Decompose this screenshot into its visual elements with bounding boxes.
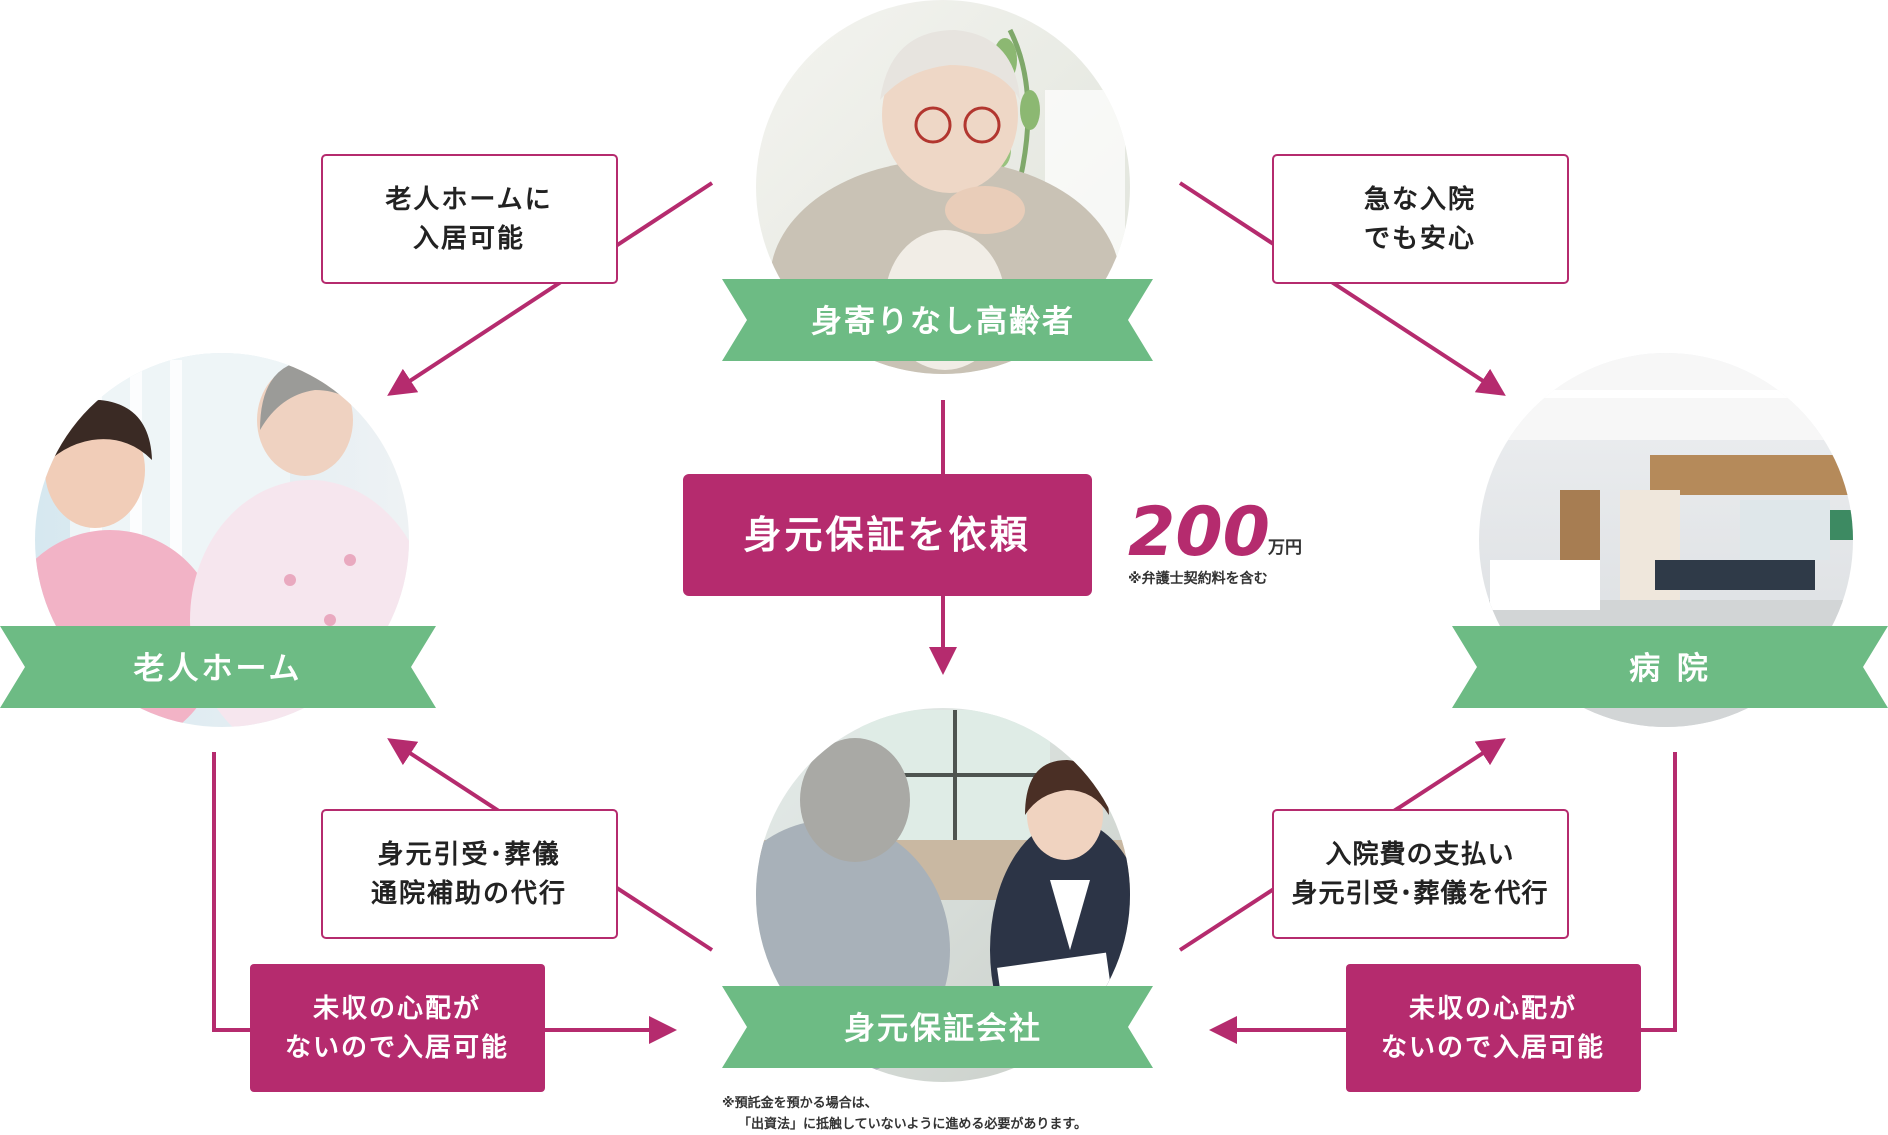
box-hospital-to-guarantor-line1: 未収の心配が — [1409, 993, 1577, 1024]
label-nursing-home: 老人ホーム — [133, 651, 302, 687]
box-elderly-to-home-line1: 老人ホームに — [385, 185, 552, 215]
ribbon-hospital: 病 院 — [1452, 626, 1888, 708]
box-guarantor-to-hospital: 入院費の支払い 身元引受･葬儀を代行 — [1272, 809, 1569, 939]
box-elderly-to-home-line2: 入居可能 — [413, 223, 525, 254]
price-note: ※弁護士契約料を含む — [1128, 570, 1268, 587]
box-home-to-guarantor: 未収の心配が ないので入居可能 — [250, 964, 545, 1092]
box-guarantor-to-home-line1: 身元引受･葬儀 — [377, 839, 560, 870]
footnote-line-1: ※預託金を預かる場合は、 — [722, 1096, 878, 1111]
box-hospital-to-guarantor-line2: ないので入居可能 — [1381, 1032, 1605, 1063]
box-elderly-to-hospital-line2: でも安心 — [1364, 224, 1476, 254]
price-unit: 万円 — [1267, 538, 1302, 558]
price-value: 200 — [1128, 493, 1270, 572]
request-box: 身元保証を依頼 — [683, 474, 1092, 596]
arrow-elderly-to-home — [387, 181, 714, 396]
box-elderly-to-home: 老人ホームに 入居可能 — [321, 154, 618, 284]
box-home-to-guarantor-line2: ないので入居可能 — [285, 1032, 509, 1063]
ribbon-elderly: 身寄りなし高齢者 — [722, 279, 1153, 361]
label-elderly: 身寄りなし高齢者 — [811, 304, 1075, 340]
box-guarantor-to-hospital-line1: 入院費の支払い — [1325, 839, 1514, 870]
box-elderly-to-hospital-line1: 急な入院 — [1364, 184, 1476, 215]
box-guarantor-to-hospital-line2: 身元引受･葬儀を代行 — [1291, 878, 1548, 909]
label-guarantor: 身元保証会社 — [844, 1011, 1042, 1047]
footnote-line-2: 「出資法」に抵触していないように進める必要があります。 — [738, 1117, 1088, 1132]
arrow-elderly-to-hospital — [1178, 181, 1506, 396]
box-guarantor-to-home: 身元引受･葬儀 通院補助の代行 — [321, 809, 618, 939]
request-label: 身元保証を依頼 — [743, 513, 1030, 557]
box-elderly-to-hospital: 急な入院 でも安心 — [1272, 154, 1569, 284]
ribbon-nursing-home: 老人ホーム — [0, 626, 436, 708]
box-hospital-to-guarantor: 未収の心配が ないので入居可能 — [1346, 964, 1641, 1092]
label-hospital: 病 院 — [1629, 651, 1711, 687]
ribbon-guarantor: 身元保証会社 — [722, 986, 1153, 1068]
box-guarantor-to-home-line2: 通院補助の代行 — [371, 878, 567, 909]
box-home-to-guarantor-line1: 未収の心配が — [313, 993, 481, 1024]
price-block: 200 万円 ※弁護士契約料を含む — [1128, 493, 1302, 587]
